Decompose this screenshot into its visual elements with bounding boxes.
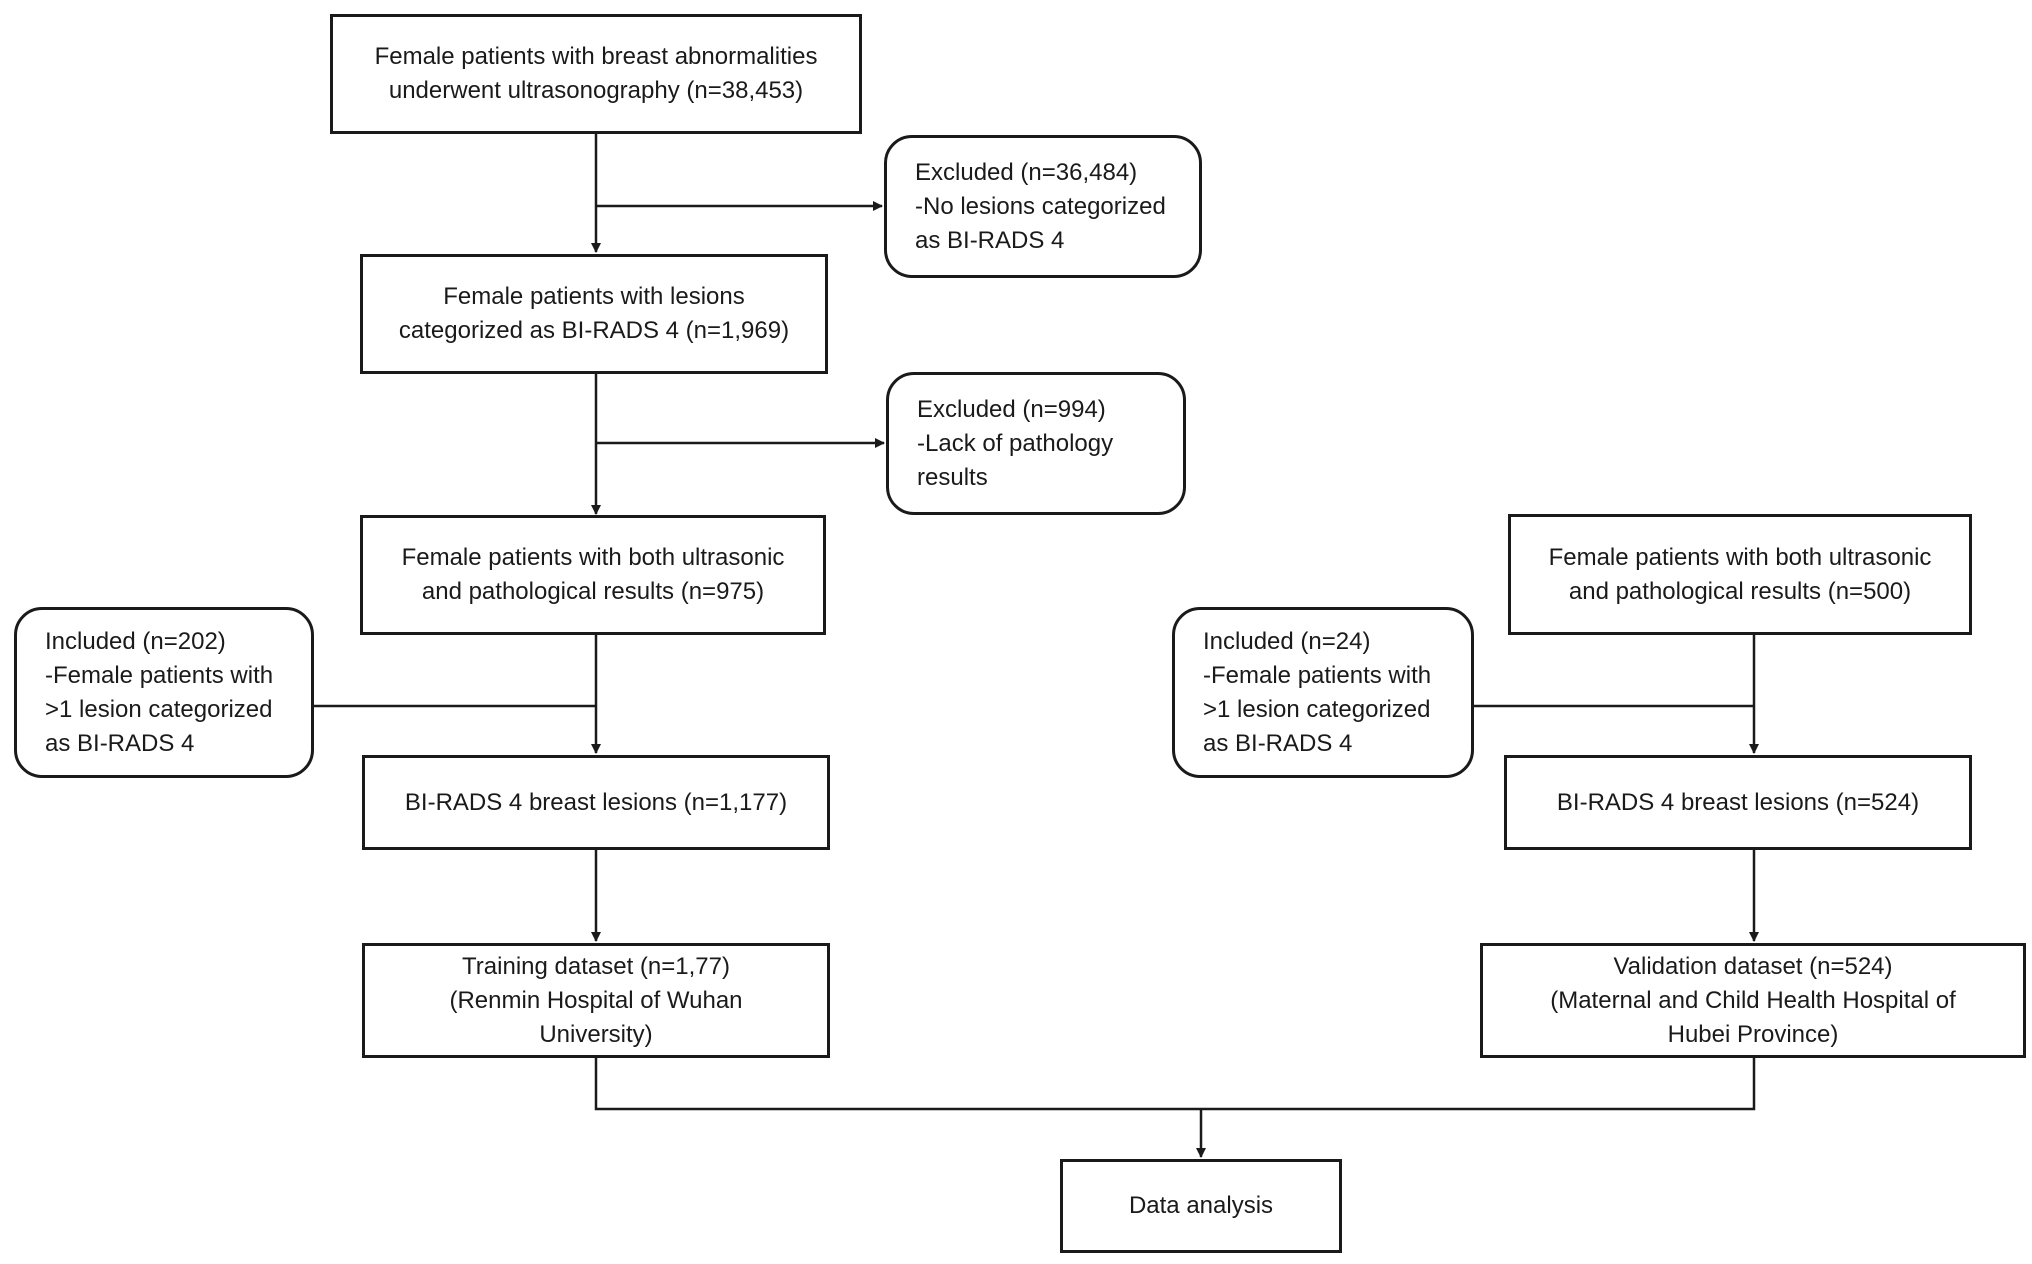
node-start: Female patients with breast abnormalitie… xyxy=(330,14,862,134)
node-excluded-no-lesions: Excluded (n=36,484) -No lesions categori… xyxy=(884,135,1202,278)
node-included-left: Included (n=202) -Female patients with >… xyxy=(14,607,314,778)
node-excluded-no-pathology: Excluded (n=994) -Lack of pathology resu… xyxy=(886,372,1186,515)
node-included-right: Included (n=24) -Female patients with >1… xyxy=(1172,607,1474,778)
connector-merge xyxy=(594,1058,1756,1111)
node-data-analysis: Data analysis xyxy=(1060,1159,1342,1253)
node-lesions-right: BI-RADS 4 breast lesions (n=524) xyxy=(1504,755,1972,850)
node-training-dataset: Training dataset (n=1,77) (Renmin Hospit… xyxy=(362,943,830,1058)
node-birads4: Female patients with lesions categorized… xyxy=(360,254,828,374)
node-both-results-left: Female patients with both ultrasonic and… xyxy=(360,515,826,635)
node-both-results-right: Female patients with both ultrasonic and… xyxy=(1508,514,1972,635)
node-validation-dataset: Validation dataset (n=524) (Maternal and… xyxy=(1480,943,2026,1058)
node-lesions-left: BI-RADS 4 breast lesions (n=1,177) xyxy=(362,755,830,850)
